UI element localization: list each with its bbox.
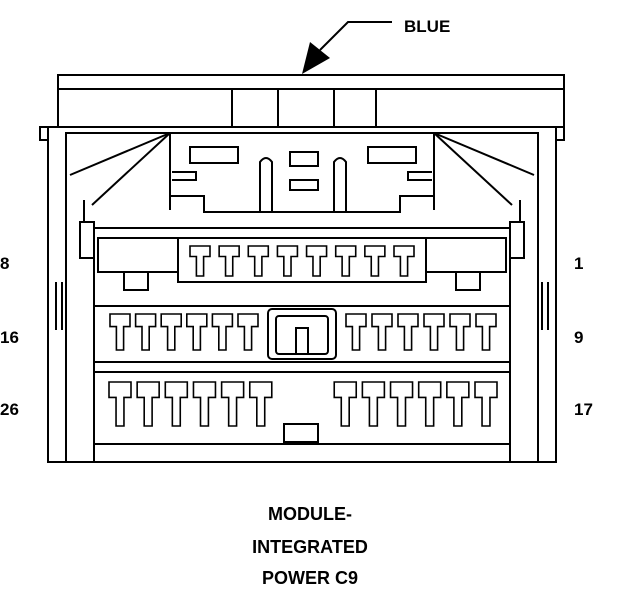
pin-label-16: 16 — [0, 328, 19, 347]
terminal-cavity — [475, 313, 497, 351]
pin-number-labels: 8 1 16 9 26 17 — [0, 254, 593, 419]
right-lock-tab — [509, 221, 525, 259]
terminal-cavity — [305, 245, 328, 277]
pin-field-frame — [93, 227, 511, 463]
terminal-cavity — [247, 245, 270, 277]
terminal-cavity — [189, 245, 211, 277]
terminal-cavity — [164, 381, 189, 427]
right-chamfer — [433, 132, 535, 176]
connector-title: MODULE- INTEGRATED POWER C9 — [252, 504, 368, 588]
row2-center-key-slot — [295, 327, 309, 355]
terminal-cavity — [248, 381, 273, 427]
row2-center-key-inner — [275, 315, 329, 355]
latch-step — [170, 195, 434, 213]
terminal-cavity — [108, 381, 132, 427]
callout-leader — [319, 21, 392, 51]
pin-cavities — [108, 245, 498, 427]
row1-large-cavity-right — [425, 237, 507, 273]
pin-label-9: 9 — [574, 328, 583, 347]
left-lock-tab — [79, 221, 95, 259]
row1-large-cavity-stem — [123, 272, 149, 291]
terminal-cavity — [371, 313, 393, 351]
pin-label-26: 26 — [0, 400, 19, 419]
latch-post — [333, 157, 347, 212]
terminal-cavity — [136, 381, 160, 427]
title-line-2: INTEGRATED — [252, 537, 368, 557]
row3-cavity-band — [93, 371, 511, 445]
pin-label-1: 1 — [574, 254, 583, 273]
latch-slot — [189, 146, 239, 164]
callout-arrow — [302, 42, 330, 74]
right-chamfer — [433, 132, 513, 206]
terminal-cavity — [345, 313, 367, 351]
terminal-cavity — [446, 381, 470, 427]
terminal-cavity — [334, 245, 357, 277]
latch-post — [259, 157, 273, 212]
left-ear — [39, 126, 48, 141]
terminal-cavity — [417, 381, 442, 427]
row2-center-key — [267, 308, 337, 360]
latch-window — [289, 179, 319, 191]
terminal-cavity — [397, 313, 419, 351]
blue-callout — [302, 21, 392, 74]
pin-label-8: 8 — [0, 254, 9, 273]
right-ear — [556, 126, 565, 141]
terminal-cavity — [389, 381, 414, 427]
terminal-cavity — [220, 381, 245, 427]
left-chamfer — [69, 132, 171, 176]
terminal-cavity — [423, 313, 445, 351]
terminal-cavity — [449, 313, 471, 351]
title-line-3: POWER C9 — [262, 568, 358, 588]
row2-cavity-band — [93, 305, 511, 363]
pin-label-17: 17 — [574, 400, 593, 419]
row1-cavity-band — [177, 237, 427, 283]
terminal-cavity — [474, 381, 498, 427]
connector-top-cap — [57, 74, 565, 90]
connector-top-band — [57, 88, 565, 128]
terminal-cavity — [237, 313, 259, 351]
terminal-cavity — [134, 313, 157, 351]
terminal-cavity — [192, 381, 217, 427]
terminal-cavity — [186, 313, 208, 351]
terminal-cavity — [361, 381, 386, 427]
latch-window — [289, 151, 319, 167]
color-callout-label: BLUE — [404, 17, 450, 36]
terminal-cavity — [160, 313, 182, 351]
latch-ledge — [407, 171, 432, 181]
terminal-cavity — [333, 381, 358, 427]
terminal-cavity — [109, 313, 131, 351]
connector-inner-frame — [65, 132, 539, 463]
left-chamfer — [91, 132, 171, 206]
terminal-cavity — [364, 245, 386, 277]
terminal-cavity — [276, 245, 299, 277]
row1-large-cavity-left — [97, 237, 179, 273]
latch-ledge — [172, 171, 197, 181]
terminal-cavity — [211, 313, 234, 351]
row1-large-cavity-stem — [455, 272, 481, 291]
connector-body — [39, 74, 565, 463]
terminal-cavity — [218, 245, 240, 277]
latch-slot — [367, 146, 417, 164]
row3-bottom-key — [283, 423, 319, 443]
title-line-1: MODULE- — [268, 504, 352, 524]
terminal-cavity — [393, 245, 415, 277]
